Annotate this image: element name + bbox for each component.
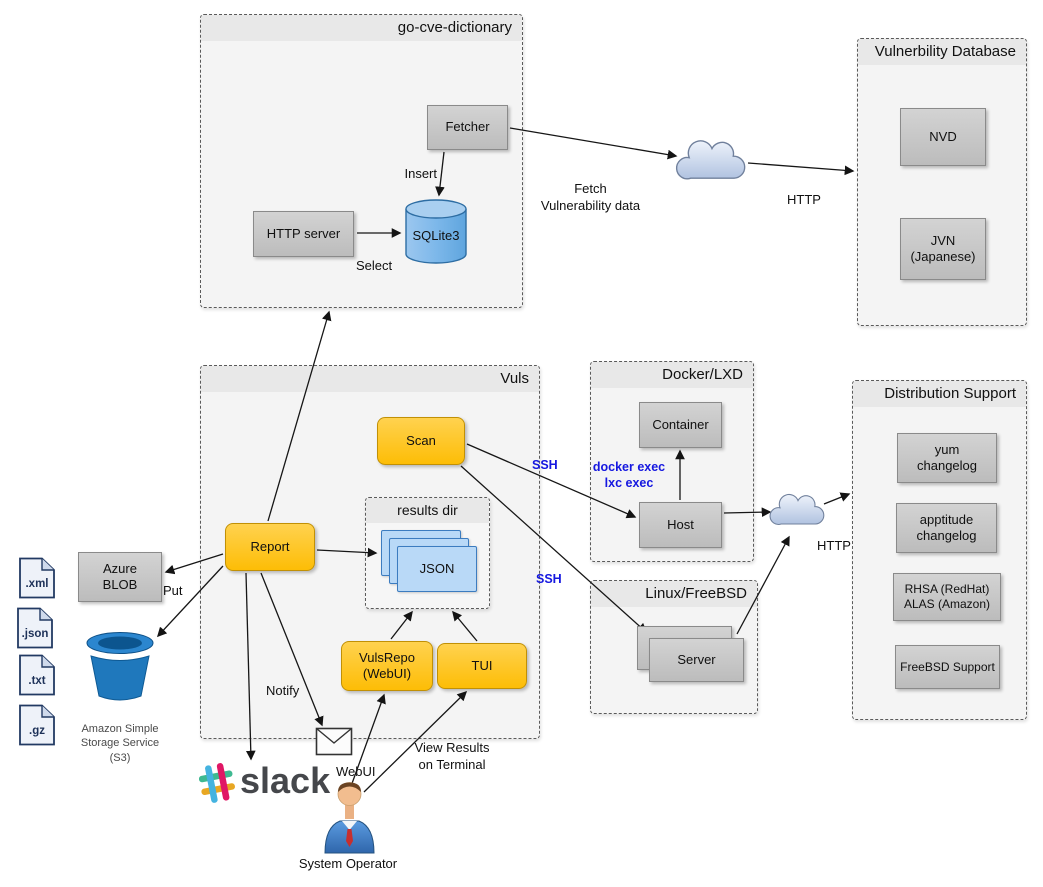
document-icon [17, 607, 53, 649]
group-title-vulnerability-database: Vulnerbility Database [858, 39, 1026, 65]
node-freebsd-support: FreeBSD Support [895, 645, 1000, 689]
file-icon-xml: .xml [15, 556, 59, 605]
label-insert: Insert [404, 166, 437, 181]
file-label-gz: .gz [29, 725, 45, 737]
file-icon-gz: .gz [15, 703, 59, 752]
node-host: Host [639, 502, 722, 548]
group-title-results-dir: results dir [366, 498, 489, 523]
group-title-vuls: Vuls [201, 366, 539, 392]
document-icon [19, 557, 55, 599]
node-scan: Scan [377, 417, 465, 465]
label-http-top: HTTP [787, 192, 821, 207]
label-view-results: View Results on Terminal [414, 740, 490, 772]
file-icon-txt: .txt [15, 653, 59, 702]
group-title-docker-lxd: Docker/LXD [591, 362, 753, 388]
group-title-linux-freebsd: Linux/FreeBSD [591, 581, 757, 607]
node-apptitude-changelog: apptitude changelog [896, 503, 997, 553]
email-envelope-icon [315, 727, 353, 756]
node-tui: TUI [437, 643, 527, 689]
json-file-front: JSON [397, 546, 477, 592]
group-go-cve-dictionary: go-cve-dictionary [200, 14, 523, 308]
slack-wordmark: slack [240, 760, 331, 801]
label-put: Put [163, 583, 183, 598]
label-notify: Notify [266, 683, 300, 698]
node-fetcher: Fetcher [427, 105, 508, 150]
file-label-json: .json [21, 628, 49, 640]
internet-cloud-right-icon [769, 494, 825, 525]
node-server: Server [649, 638, 744, 682]
s3-bucket-icon [86, 632, 154, 701]
label-docker-exec: docker exec lxc exec [592, 460, 666, 491]
node-vulsrepo: VulsRepo (WebUI) [341, 641, 433, 691]
sqlite3-cylinder-icon [405, 199, 467, 264]
node-container: Container [639, 402, 722, 448]
label-webui: WebUI [336, 764, 376, 779]
sqlite3-label: SQLite3 [412, 228, 460, 243]
node-report: Report [225, 523, 315, 571]
node-rhsa-alas: RHSA (RedHat) ALAS (Amazon) [893, 573, 1001, 621]
node-azure-blob: Azure BLOB [78, 552, 162, 602]
file-icon-json: .json [13, 606, 57, 655]
internet-cloud-top-icon [675, 140, 746, 180]
node-jvn: JVN (Japanese) [900, 218, 986, 280]
group-title-distribution-support: Distribution Support [853, 381, 1026, 407]
label-ssh-docker: SSH [532, 458, 558, 472]
file-label-txt: .txt [28, 675, 46, 687]
file-label-xml: .xml [25, 578, 49, 590]
document-icon [19, 654, 55, 696]
node-http-server: HTTP server [253, 211, 354, 257]
system-operator-label: System Operator [298, 856, 398, 871]
group-vulnerability-database: Vulnerbility Database [857, 38, 1027, 326]
edge-fetcher-cloud [509, 127, 678, 160]
node-yum-changelog: yum changelog [897, 433, 997, 483]
edge-cloud-vulndb [747, 162, 855, 176]
label-select: Select [356, 258, 393, 273]
label-http-right: HTTP [817, 538, 851, 553]
document-icon [19, 704, 55, 746]
group-title-go-cve-dictionary: go-cve-dictionary [201, 15, 522, 41]
label-fetch-vulnerability-data: Fetch Vulnerability data [540, 181, 641, 213]
slack-logo-icon [198, 763, 235, 803]
label-ssh-linux: SSH [536, 572, 562, 586]
node-nvd: NVD [900, 108, 986, 166]
s3-caption: Amazon Simple Storage Service (S3) [80, 723, 160, 764]
